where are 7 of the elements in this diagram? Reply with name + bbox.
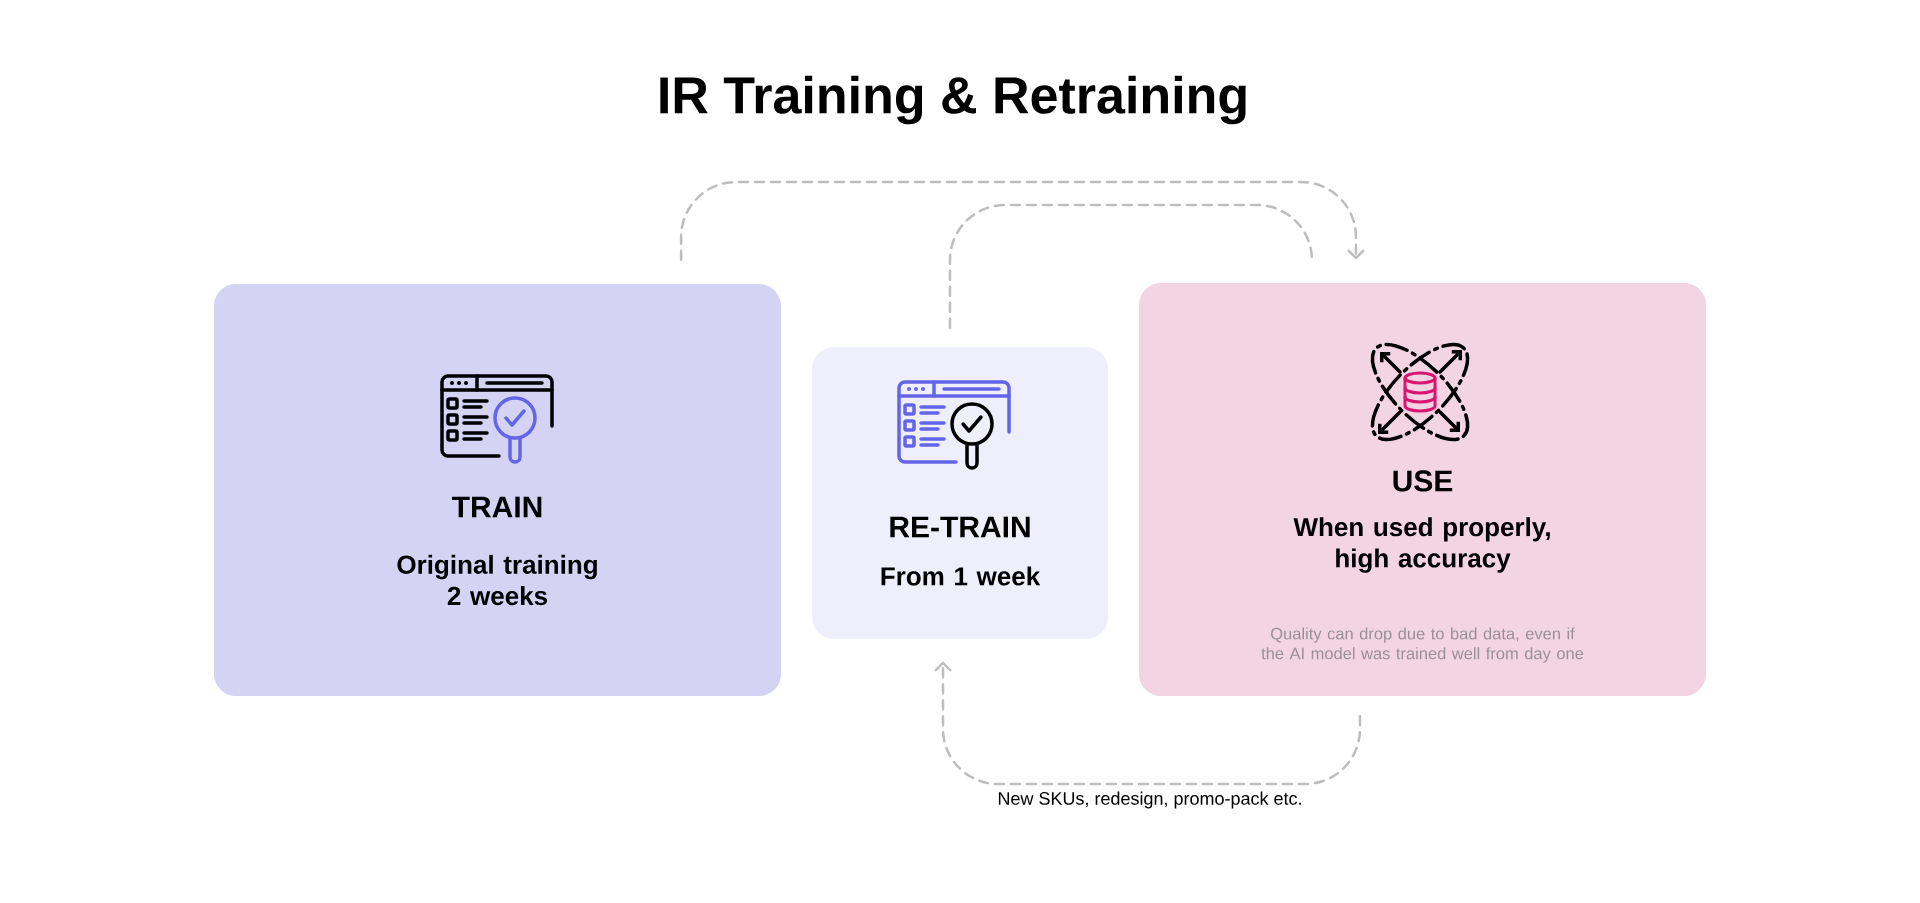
process-box: TRAIN Original training 2 weeks	[214, 284, 781, 696]
process-box: RE-TRAIN From 1 week	[812, 347, 1108, 639]
arrow	[934, 661, 1362, 786]
title: IR Training & Retraining	[660, 75, 1246, 125]
arrow	[679, 180, 1365, 262]
edge-label: New SKUs, redesign, promo-pack etc.	[994, 788, 1306, 812]
process-box: USE When used properly, high accuracy Quality can drop due to bad data, even if the AI model was trained well from day one	[1139, 283, 1706, 696]
